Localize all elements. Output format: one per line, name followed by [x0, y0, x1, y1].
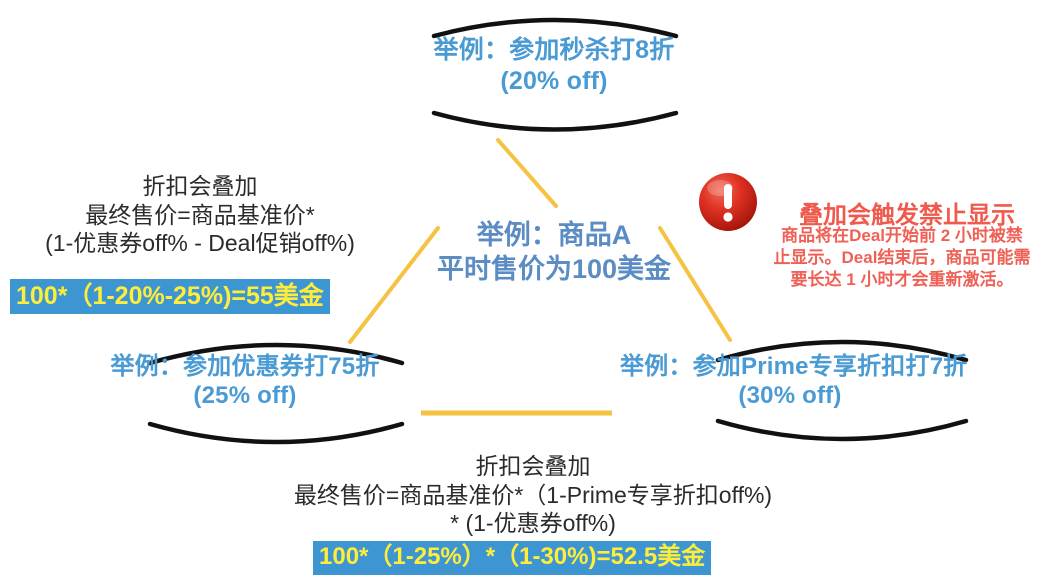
note-left-stacking-rule: 折扣会叠加 最终售价=商品基准价* (1-优惠券off% - Deal促销off…	[2, 172, 398, 258]
warning-title: 叠加会触发禁止显示	[799, 202, 1015, 229]
node-flash-deal: 举例：参加秒杀打8折 (20% off)	[398, 35, 710, 96]
node-coupon-deal: 举例：参加优惠券打75折 (25% off)	[78, 352, 412, 411]
note-left-line1: 折扣会叠加	[142, 173, 258, 199]
exclamation-circle-icon	[699, 173, 757, 231]
node-prime-exclusive-discount-line1: 举例：参加Prime专享折扣打7折	[620, 353, 968, 380]
node-bottom-left-arc-lower	[147, 421, 405, 445]
warning-body: 商品将在Deal开始前 2 小时被禁 止显示。Deal结束后，商品可能需 要长达…	[764, 225, 1040, 290]
warning-body-line1: 商品将在Deal开始前 2 小时被禁	[781, 226, 1023, 245]
note-left-line3: (1-优惠券off% - Deal促销off%)	[45, 230, 355, 257]
node-coupon-deal-line2: (25% off)	[193, 382, 297, 410]
node-top-arc-lower	[431, 110, 679, 132]
formula-bottom-highlight: 100*（1-25%）*（1-30%)=52.5美金	[313, 541, 712, 575]
connector-center-to-top	[496, 138, 558, 208]
note-bottom-line2: 最终售价=商品基准价*（1-Prime专享折扣off%)	[293, 481, 773, 508]
node-prime-exclusive-discount-line2: (30% off)	[738, 382, 842, 410]
node-top-arc-upper	[431, 17, 679, 39]
node-flash-deal-line2: (20% off)	[500, 66, 608, 95]
center-product-line2: 平时售价为100美金	[436, 254, 672, 285]
node-coupon-deal-line1: 举例：参加优惠券打75折	[110, 353, 380, 380]
node-prime-exclusive-discount: 举例：参加Prime专享折扣打7折 (30% off)	[620, 352, 968, 411]
note-bottom-stacking-rule: 折扣会叠加 最终售价=商品基准价*（1-Prime专享折扣off%) * (1-…	[226, 452, 840, 538]
center-product-line1: 举例：商品A	[476, 220, 632, 250]
node-flash-deal-line1: 举例：参加秒杀打8折	[433, 36, 675, 64]
note-left-line2: 最终售价=商品基准价*	[85, 201, 315, 228]
note-bottom-line3: * (1-优惠券off%)	[450, 510, 616, 537]
node-bottom-right-arc-lower	[715, 418, 969, 442]
formula-left-highlight: 100*（1-20%-25%)=55美金	[10, 279, 330, 314]
note-bottom-line1: 折扣会叠加	[475, 453, 591, 479]
warning-body-line3: 要长达 1 小时才会重新激活。	[790, 269, 1014, 289]
warning-body-line2: 止显示。Deal结束后，商品可能需	[773, 247, 1031, 267]
center-product-label: 举例：商品A 平时售价为100美金	[395, 218, 713, 286]
